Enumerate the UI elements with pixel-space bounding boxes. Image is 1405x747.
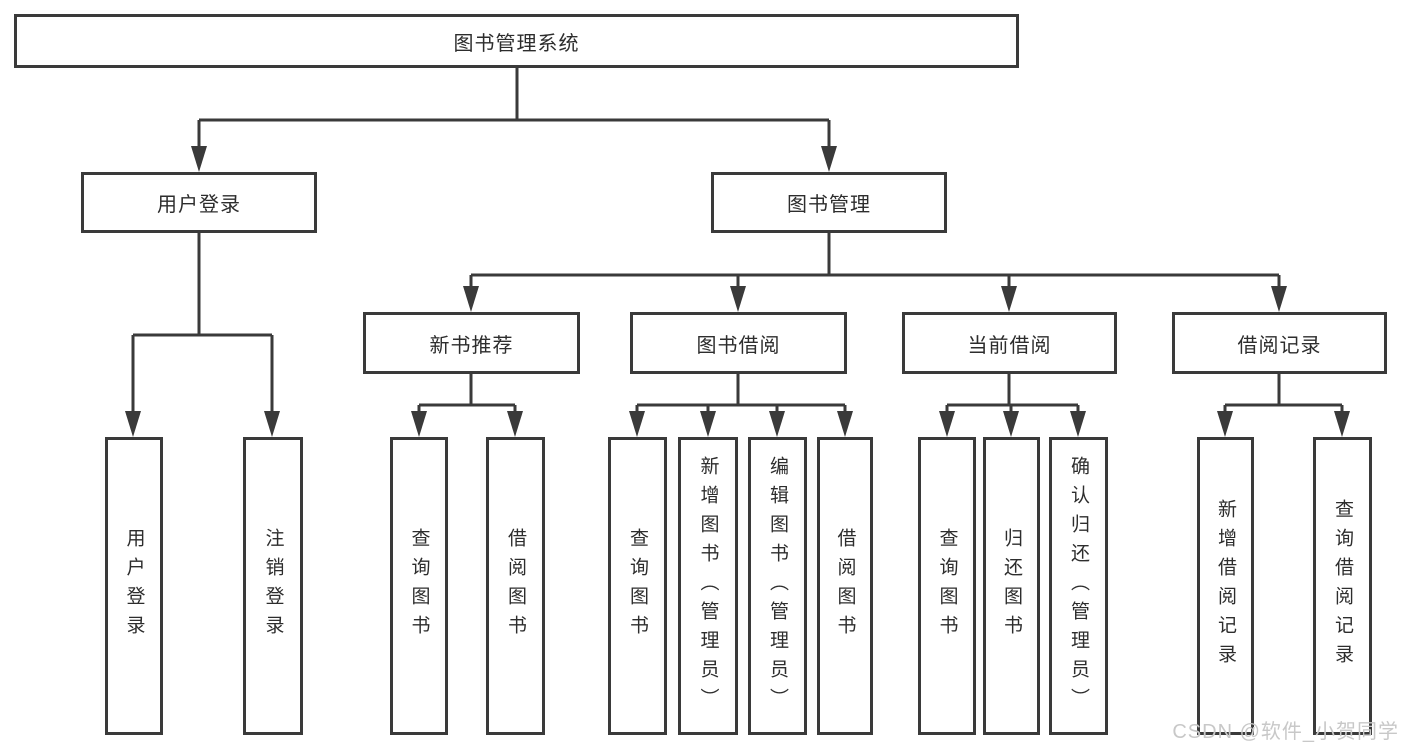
node-label: 归还图书 (1001, 528, 1022, 644)
node-label: 查询图书 (936, 528, 958, 644)
node-label: 查询图书 (408, 528, 430, 644)
leaf-query-book-borrow: 查询图书 (608, 437, 667, 735)
leaf-confirm-return-admin: 确认归还（管理员） (1049, 437, 1108, 735)
leaf-borrow-book: 借阅图书 (817, 437, 873, 735)
node-label: 查询借阅记录 (1332, 499, 1353, 673)
node-label: 查询图书 (627, 528, 648, 644)
csdn-watermark: CSDN @软件_小贺同学 (1172, 721, 1399, 743)
leaf-add-borrow-record: 新增借阅记录 (1197, 437, 1254, 735)
node-label: 借阅图书 (834, 528, 856, 644)
node-root-system: 图书管理系统 (14, 14, 1019, 68)
node-label: 新书推荐 (429, 334, 514, 357)
leaf-query-book-recommend: 查询图书 (390, 437, 448, 735)
node-label: 用户登录 (157, 194, 241, 216)
node-book-management: 图书管理 (711, 172, 947, 233)
node-label: 新增图书（管理员） (697, 455, 719, 717)
node-label: 新增借阅记录 (1215, 499, 1236, 673)
node-label: 编辑图书（管理员） (767, 455, 788, 717)
node-label: 借阅记录 (1237, 334, 1322, 357)
node-label: 确认归还（管理员） (1068, 455, 1089, 717)
node-label: 图书借阅 (696, 334, 781, 357)
leaf-logout-login: 注销登录 (243, 437, 303, 735)
leaf-edit-book-admin: 编辑图书（管理员） (748, 437, 807, 735)
node-label: 用户登录 (123, 528, 145, 644)
leaf-query-book-current: 查询图书 (918, 437, 976, 735)
node-current-borrow: 当前借阅 (902, 312, 1117, 374)
leaf-query-borrow-record: 查询借阅记录 (1313, 437, 1372, 735)
leaf-user-login: 用户登录 (105, 437, 163, 735)
leaf-add-book-admin: 新增图书（管理员） (678, 437, 738, 735)
node-label: 注销登录 (262, 528, 284, 644)
node-new-book-recommend: 新书推荐 (363, 312, 580, 374)
node-book-borrow: 图书借阅 (630, 312, 847, 374)
node-label: 借阅图书 (505, 528, 526, 644)
node-label: 图书管理系统 (453, 32, 580, 55)
leaf-return-book: 归还图书 (983, 437, 1040, 735)
node-user-login: 用户登录 (81, 172, 317, 233)
node-borrow-record: 借阅记录 (1172, 312, 1387, 374)
node-label: 图书管理 (787, 194, 871, 216)
leaf-borrow-book-recommend: 借阅图书 (486, 437, 545, 735)
node-label: 当前借阅 (967, 334, 1052, 357)
